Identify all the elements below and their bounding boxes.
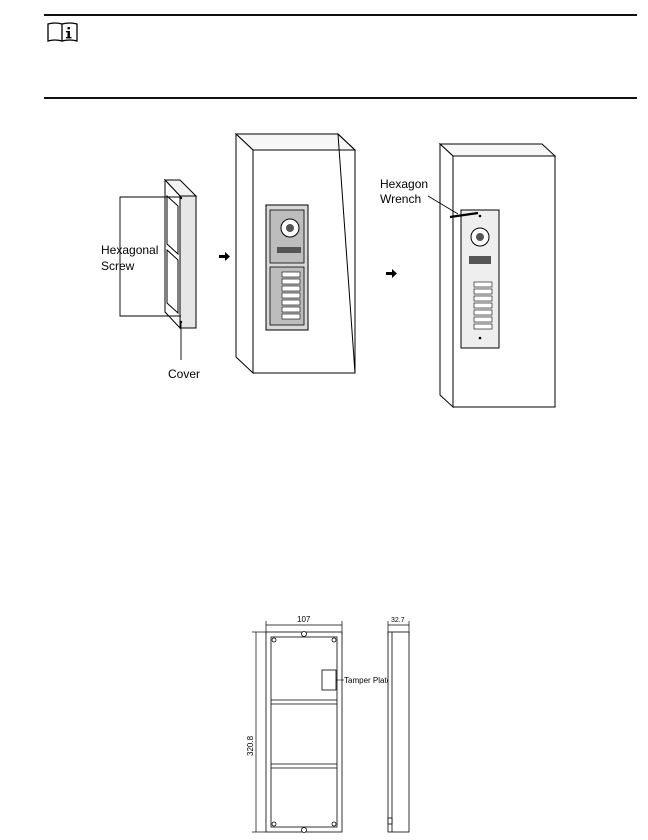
wall-block-2 [438,142,557,409]
screw-bracket [119,196,182,360]
wall-block-1 [234,132,357,375]
arrow-right-icon [386,269,397,278]
dimension-width: 107 [297,615,311,624]
label-wrench: Wrench [380,192,421,206]
hexagon-wrench-icon [427,195,479,219]
top-border [44,14,637,16]
back-box-front-view [265,631,343,833]
intercom-panel-mounted [460,209,500,349]
note-bottom-border [44,97,637,99]
back-box-side-view [387,631,410,833]
label-hexagonal: Hexagonal [101,243,158,257]
arrow-right-icon [219,252,230,261]
installation-figure: Hexagonal Screw Cover [101,132,557,409]
label-tamper-plate: Tamper Plate [344,676,392,685]
label-screw: Screw [101,259,135,273]
label-hexagon: Hexagon [380,177,428,191]
intercom-panel-inset [265,204,309,331]
note-info-icon [47,22,78,42]
dimension-depth: 32.7 [391,617,405,624]
cover-panel [163,178,198,330]
dimension-height: 320.8 [246,735,255,756]
label-cover: Cover [168,367,200,381]
